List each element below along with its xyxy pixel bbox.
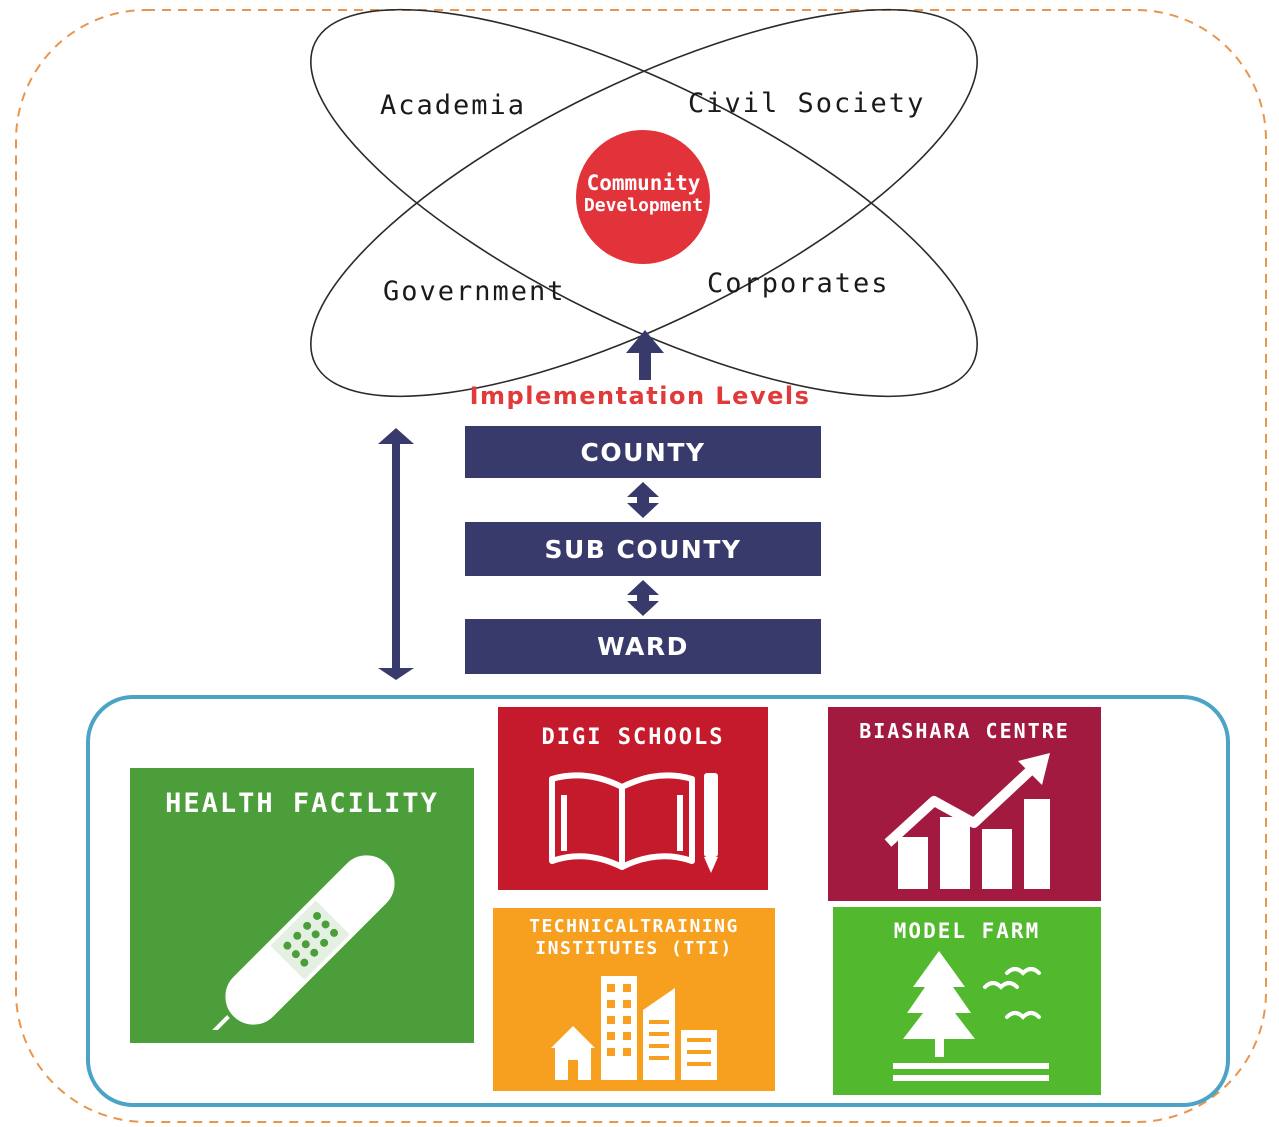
petal-label-academia: Academia xyxy=(380,90,527,121)
implementation-levels-title: Implementation Levels xyxy=(469,382,811,410)
tile-technical-training-institutes: TECHNICALTRAINING INSTITUTES (TTI) xyxy=(493,908,775,1091)
tile-tti-label-line1: TECHNICALTRAINING xyxy=(529,916,739,937)
book-pencil-icon xyxy=(549,772,718,873)
tile-model-farm: MODEL FARM xyxy=(833,907,1101,1095)
city-buildings-icon xyxy=(551,976,717,1080)
outer-dashed-border xyxy=(15,9,1267,1123)
vertical-double-arrow-icon xyxy=(378,428,414,680)
growth-chart-icon xyxy=(884,753,1050,889)
tile-digi-schools: DIGI SCHOOLS xyxy=(498,707,768,890)
tile-biashara-centre-label: BIASHARA CENTRE xyxy=(859,719,1070,743)
tile-health-facility-label: HEALTH FACILITY xyxy=(165,788,439,819)
petal-label-civil-society: Civil Society xyxy=(688,88,926,119)
tile-model-farm-label: MODEL FARM xyxy=(893,919,1041,943)
tile-tti-label-line2: INSTITUTES (TTI) xyxy=(535,938,733,959)
up-arrow-icon xyxy=(626,330,664,380)
level-county: COUNTY xyxy=(465,426,821,478)
bandage-syringe-icon xyxy=(203,851,399,1030)
facilities-container xyxy=(86,695,1230,1107)
tile-health-facility: HEALTH FACILITY xyxy=(130,768,474,1043)
connector-arrow-icon xyxy=(627,580,659,616)
tile-biashara-centre: BIASHARA CENTRE xyxy=(828,707,1101,901)
petal-academia-government xyxy=(310,8,978,398)
stakeholder-petals xyxy=(310,8,978,398)
tile-digi-schools-label: DIGI SCHOOLS xyxy=(541,725,725,750)
level-sub-county: SUB COUNTY xyxy=(465,522,821,576)
center-circle xyxy=(576,130,710,264)
center-label-line1: Community xyxy=(586,171,701,195)
connector-arrow-icon xyxy=(627,482,659,518)
level-ward: WARD xyxy=(465,619,821,674)
petal-label-government: Government xyxy=(383,276,566,307)
center-label-line2: Development xyxy=(583,195,704,216)
petal-label-corporates: Corporates xyxy=(707,268,890,299)
petal-civil-corporates xyxy=(310,8,978,398)
tree-birds-icon xyxy=(893,951,1049,1081)
